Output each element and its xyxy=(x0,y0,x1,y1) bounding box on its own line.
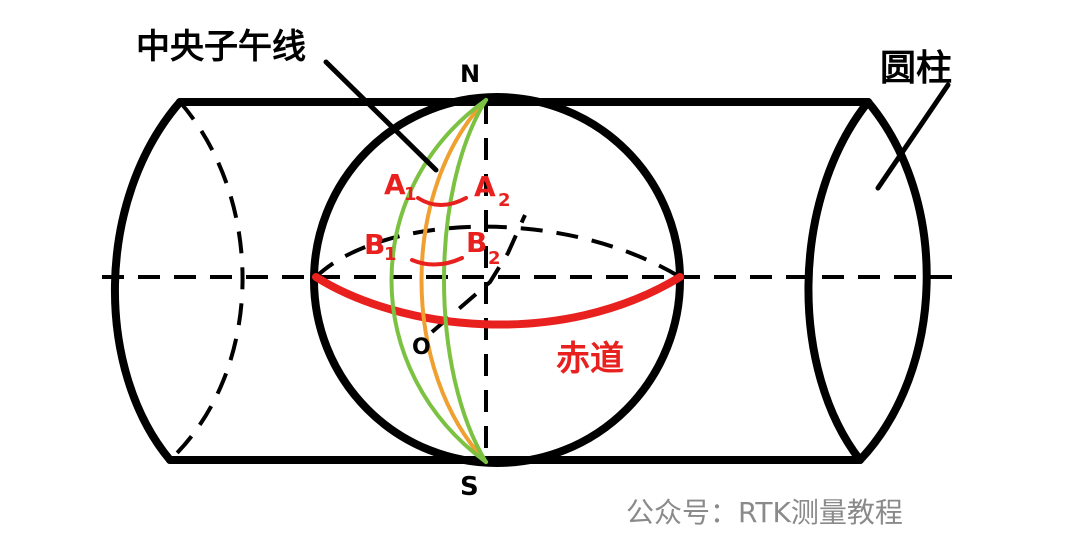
cylinder-right-end-front xyxy=(856,98,931,464)
point-a2-label: A xyxy=(474,170,496,203)
watermark: 公众号：RTK测量教程 xyxy=(626,496,903,529)
point-b2-subscript: 2 xyxy=(488,248,501,269)
origin-label: O xyxy=(412,335,431,360)
distance-arcs xyxy=(410,196,468,267)
meridian-green-outer xyxy=(389,98,488,464)
point-b1-subscript: 1 xyxy=(384,244,397,265)
arc-b1-b2 xyxy=(410,256,464,267)
point-b2-label: B xyxy=(466,226,487,259)
point-a2-subscript: 2 xyxy=(498,190,511,211)
axes xyxy=(102,102,965,462)
cylinder xyxy=(110,98,931,464)
cylinder-left-end-back xyxy=(168,100,245,462)
central-meridian-label: 中央子午线 xyxy=(136,27,306,67)
meridians xyxy=(389,98,488,464)
north-pole-label: N xyxy=(460,60,480,88)
globe xyxy=(310,93,684,467)
origin-ray xyxy=(430,214,527,334)
equator-front xyxy=(312,273,684,329)
central-meridian xyxy=(419,98,488,464)
equator-back-half xyxy=(314,224,682,279)
cylinder-label: 圆柱 xyxy=(880,48,952,89)
point-a1-label: A xyxy=(384,168,406,201)
arc-a1-a2 xyxy=(416,196,468,207)
point-a1-subscript: 1 xyxy=(404,184,417,205)
south-pole-label: S xyxy=(460,472,479,502)
central-meridian-leader xyxy=(323,59,439,173)
meridian-green-inner xyxy=(442,98,488,464)
cylinder-leader xyxy=(875,82,951,191)
cylinder-left-end-front xyxy=(110,98,184,464)
cylinder-right-end-inner xyxy=(804,98,872,464)
equator-label: 赤道 xyxy=(556,339,624,379)
point-b1-label: B xyxy=(364,228,385,261)
